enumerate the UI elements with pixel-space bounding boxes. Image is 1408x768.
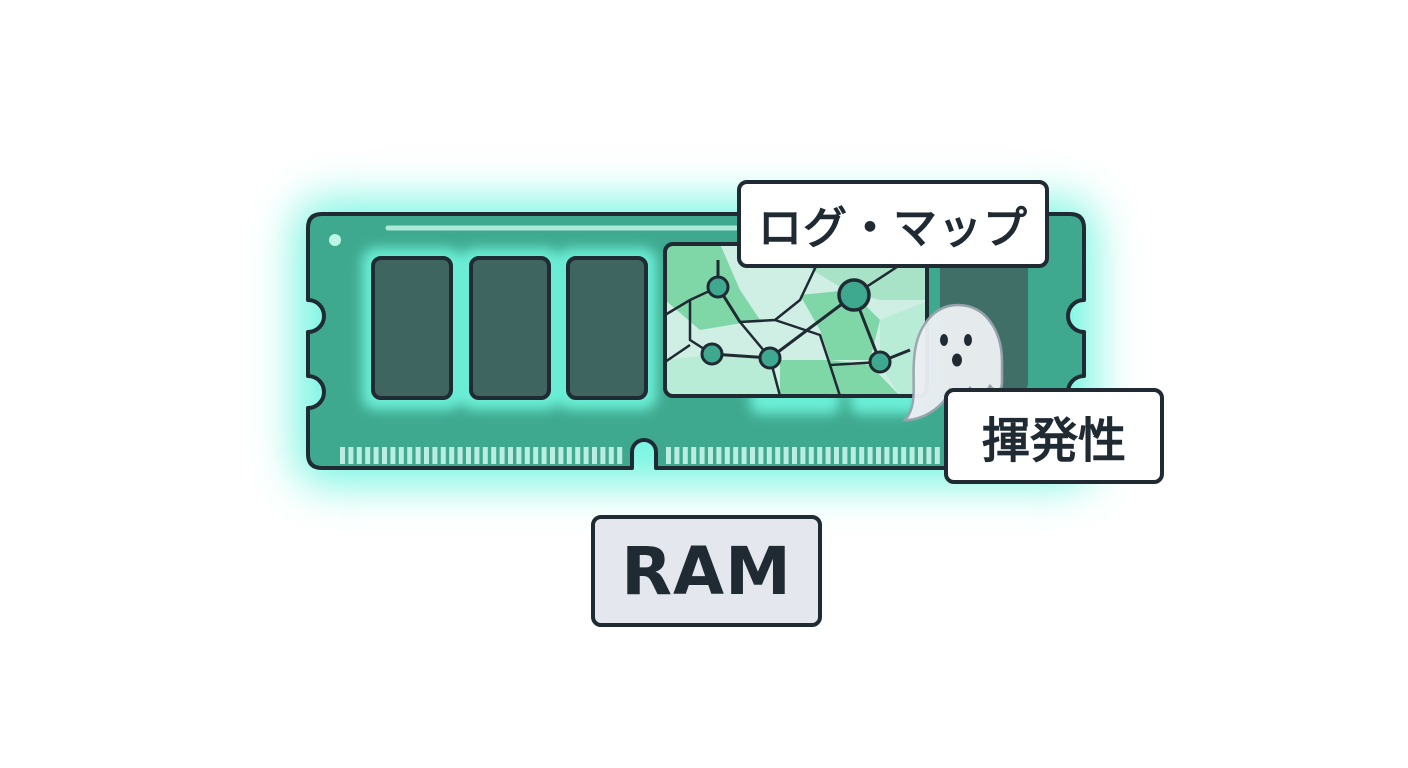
connector-pin [424, 447, 429, 464]
connector-pin [691, 447, 697, 464]
connector-pin [566, 447, 572, 464]
connector-pin [608, 447, 614, 464]
connector-pin [817, 447, 823, 464]
connector-pin [775, 447, 781, 464]
connector-pin [834, 447, 839, 464]
connector-pin [583, 447, 589, 464]
connector-pin [825, 447, 831, 464]
connector-pin [808, 447, 814, 464]
module-mounting-dot [329, 234, 341, 246]
connector-pin [783, 447, 789, 464]
volatile-label: 揮発性 [944, 388, 1164, 484]
connector-pin [348, 447, 354, 464]
connector-pin [558, 447, 564, 464]
ram-label: RAM [591, 515, 822, 627]
connector-pin [842, 447, 848, 464]
connector-pin [859, 447, 865, 464]
connector-pin [524, 447, 530, 464]
connector-pin [482, 447, 488, 464]
connector-pin [708, 447, 713, 464]
connector-pin [867, 447, 873, 464]
connector-pin [499, 447, 505, 464]
connector-pin [741, 447, 747, 464]
connector-pin [373, 447, 379, 464]
connector-pin [792, 447, 797, 464]
connector-pin [356, 447, 362, 464]
connector-pin [666, 447, 671, 464]
connector-pin [892, 447, 898, 464]
connector-pin [876, 447, 881, 464]
connector-pin [491, 447, 497, 464]
connector-pin [390, 447, 396, 464]
connector-pin [716, 447, 722, 464]
connector-pin [909, 447, 915, 464]
connector-pin [516, 447, 522, 464]
connector-pin [766, 447, 772, 464]
connector-pin [398, 447, 404, 464]
connector-pin [600, 447, 606, 464]
connector-pin [918, 447, 923, 464]
connector-pin [541, 447, 547, 464]
connector-pin [440, 447, 446, 464]
connector-pin [466, 447, 471, 464]
connector-pins [340, 447, 940, 464]
memory-chip [469, 256, 551, 400]
connector-pin [432, 447, 438, 464]
connector-pin [449, 447, 455, 464]
connector-pin [750, 447, 755, 464]
connector-pin [617, 447, 623, 464]
connector-pin [457, 447, 463, 464]
connector-pin [800, 447, 806, 464]
connector-pin [340, 447, 345, 464]
connector-pin [575, 447, 581, 464]
connector-pin [592, 447, 597, 464]
connector-pin [415, 447, 421, 464]
connector-pin [533, 447, 539, 464]
memory-chip [371, 256, 453, 400]
connector-pin [850, 447, 856, 464]
connector-pin [407, 447, 413, 464]
connector-pin [550, 447, 555, 464]
connector-pin [474, 447, 480, 464]
log-map-label: ログ・マップ [737, 180, 1049, 268]
network-map-icon [663, 242, 929, 398]
connector-pin [682, 447, 688, 464]
connector-pin [508, 447, 513, 464]
connector-pin [365, 447, 371, 464]
connector-pin [926, 447, 932, 464]
connector-pin [901, 447, 907, 464]
connector-pin [733, 447, 739, 464]
connector-pin [699, 447, 705, 464]
connector-pin [884, 447, 890, 464]
connector-pin [758, 447, 764, 464]
connector-pin [934, 447, 940, 464]
connector-pin [674, 447, 680, 464]
connector-pin [724, 447, 730, 464]
memory-chip [566, 256, 648, 400]
connector-pin [382, 447, 387, 464]
